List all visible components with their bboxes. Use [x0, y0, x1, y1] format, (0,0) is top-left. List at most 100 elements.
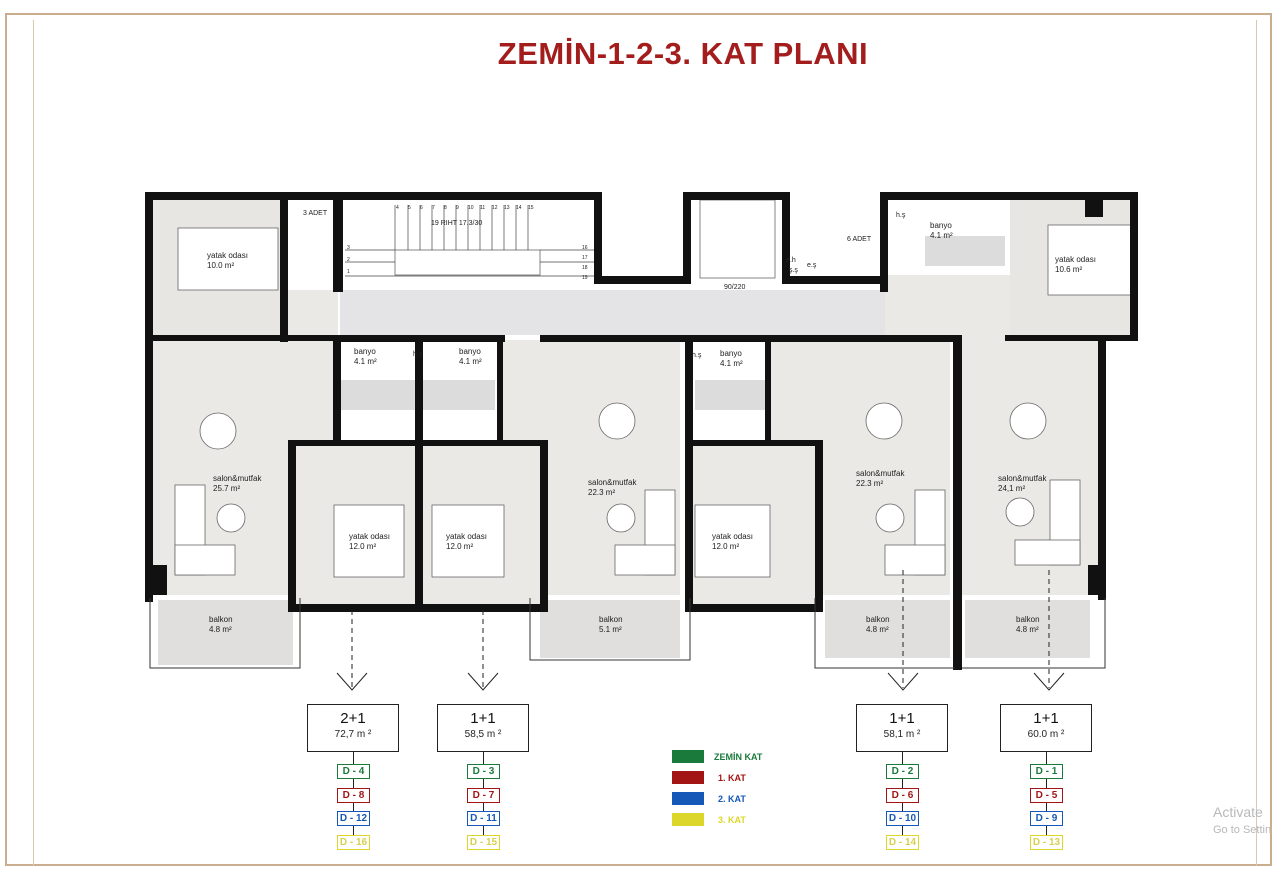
room-area: 4.8 m² [1016, 625, 1039, 634]
apartment-tag: D - 11 [467, 811, 500, 826]
room-area: 22.3 m² [588, 488, 615, 497]
room-name: salon&mutfak [998, 474, 1047, 483]
unit-type: 1+1 [1033, 710, 1059, 727]
room-area: 4.1 m² [354, 357, 377, 366]
stair-step-number: 8 [444, 205, 447, 211]
apartment-tag: D - 5 [1030, 787, 1063, 803]
apartment-tag: D - 7 [467, 787, 500, 803]
fixture-label: h.ş [896, 212, 906, 219]
legend-item: 3. KAT [672, 813, 746, 826]
unit-area: 60.0 m ² [1027, 729, 1065, 740]
apartment-tag: D - 9 [1030, 811, 1063, 826]
stair-step-number: 10 [468, 205, 474, 211]
unit-box: 1+1 60.0 m ² [1000, 704, 1092, 752]
unit-area: 58,5 m ² [464, 729, 502, 740]
apartment-tag: D - 13 [1030, 834, 1063, 850]
stair-step-number: 15 [528, 205, 534, 211]
watermark-line2: Go to Settin [1213, 824, 1272, 836]
page-frame [5, 13, 1272, 866]
stair-treads [345, 205, 595, 277]
stair-step-number: 4 [396, 205, 399, 211]
room-name: salon&mutfak [213, 474, 262, 483]
stair-step-number: 17 [582, 255, 588, 261]
page-title: ZEMİN-1-2-3. KAT PLANI [497, 36, 869, 71]
apartment-tag: D - 10 [886, 811, 919, 826]
stair-step-number: 7 [432, 205, 435, 211]
legend-label: 1. KAT [718, 772, 746, 783]
legend-label: 2. KAT [718, 793, 746, 804]
fixture-label: h.ş [692, 352, 702, 359]
apartment-tag: D - 6 [886, 787, 919, 803]
room-name: banyo [720, 349, 742, 358]
stair-step-number: 3 [347, 245, 350, 251]
fixture-label: .ş.ş [787, 267, 798, 274]
balcony-rails [149, 598, 1106, 669]
room-name: balkon [866, 615, 890, 624]
legend-item: ZEMİN KAT [672, 750, 762, 763]
room-name: salon&mutfak [856, 469, 905, 478]
room-area: 5.1 m² [599, 625, 622, 634]
stair-step-number: 9 [456, 205, 459, 211]
legend-item: 2. KAT [672, 792, 746, 805]
stair-step-number: 13 [504, 205, 510, 211]
room-name: yatak odası [446, 532, 487, 541]
room-name: balkon [209, 615, 233, 624]
room-name: yatak odası [349, 532, 390, 541]
apartment-tag: D - 15 [467, 834, 500, 850]
legend-swatch [672, 792, 704, 805]
stair-step-number: 16 [582, 245, 588, 251]
room-name: banyo [459, 347, 481, 356]
apartment-tag: D - 8 [337, 787, 370, 803]
unit-area: 72,7 m ² [334, 729, 372, 740]
fixture-label: 90/220 [724, 284, 746, 291]
stair-step-number: 5 [408, 205, 411, 211]
apartment-tag: D - 14 [886, 834, 919, 850]
room-area: 22.3 m² [856, 479, 883, 488]
legend-item: 1. KAT [672, 771, 746, 784]
furniture [174, 199, 1135, 578]
apartment-tag: D - 12 [337, 811, 370, 826]
room-name: yatak odası [712, 532, 753, 541]
room-name: salon&mutfak [588, 478, 637, 487]
stair-step-number: 11 [480, 205, 485, 211]
room-area: 24,1 m² [998, 484, 1025, 493]
activation-watermark: Activate Go to Settin [1213, 803, 1271, 839]
room-area: 12.0 m² [712, 542, 739, 551]
room-area: 12.0 m² [446, 542, 473, 551]
fixture-label: 19 RIHT 17.3/30 [431, 220, 482, 227]
walls [145, 192, 1138, 670]
fixture-label: e.h [786, 257, 796, 264]
room-name: banyo [930, 221, 952, 230]
stair-step-number: 12 [492, 205, 498, 211]
stair-step-number: 2 [347, 257, 350, 263]
unit-box: 2+1 72,7 m ² [307, 704, 399, 752]
room-area: 10.6 m² [1055, 265, 1082, 274]
legend-swatch [672, 771, 704, 784]
legend-label: ZEMİN KAT [714, 751, 763, 762]
stair-step-number: 6 [420, 205, 423, 211]
unit-box: 1+1 58,5 m ² [437, 704, 529, 752]
apartment-tag: D - 16 [337, 834, 370, 850]
unit-type: 2+1 [340, 710, 366, 727]
room-area: 4.1 m² [720, 359, 743, 368]
room-area: 10.0 m² [207, 261, 234, 270]
room-name: yatak odası [1055, 255, 1096, 264]
room-area: 12.0 m² [349, 542, 376, 551]
unit-type: 1+1 [470, 710, 496, 727]
apartment-tag: D - 1 [1030, 764, 1063, 779]
stair-step-number: 19 [582, 275, 588, 281]
fixture-label: 3 ADET [303, 210, 328, 217]
legend-swatch [672, 813, 704, 826]
fixture-label: e.ş [807, 262, 817, 269]
watermark-line1: Activate [1213, 804, 1263, 820]
unit-type: 1+1 [889, 710, 915, 727]
room-area: 25.7 m² [213, 484, 240, 493]
dashed-arrows [336, 570, 1065, 691]
legend-label: 3. KAT [718, 814, 746, 825]
room-name: banyo [354, 347, 376, 356]
room-area: 4.8 m² [866, 625, 889, 634]
room-name: balkon [1016, 615, 1040, 624]
stair-step-number: 18 [582, 265, 588, 271]
